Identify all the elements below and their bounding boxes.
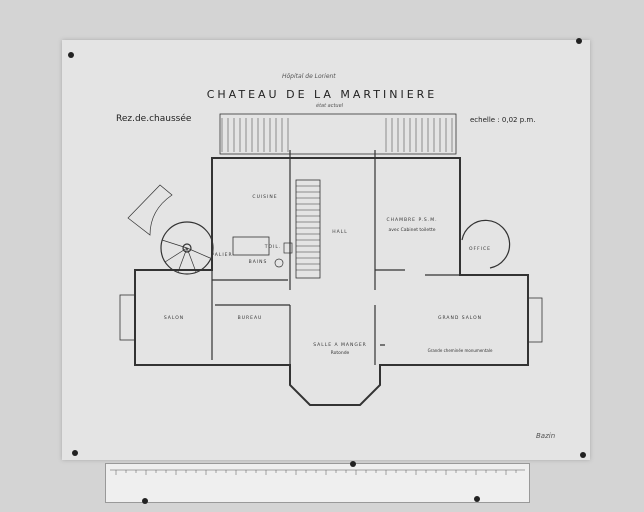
plan-subtitle: état actuel (316, 103, 344, 109)
pin (576, 38, 582, 44)
room-chambre: CHAMBRE P.S.M. (386, 218, 438, 223)
room-chambre-note: avec Cabinet toilette (388, 228, 436, 233)
room-bureau: BUREAU (237, 316, 263, 321)
pin (580, 452, 586, 458)
signature: Bazin (536, 432, 556, 440)
room-palier: PALIER (211, 253, 233, 258)
pin (68, 52, 74, 58)
ruler (105, 463, 530, 503)
room-office: OFFICE (468, 247, 492, 252)
room-cheminee-note: Grande cheminée monumentale (427, 348, 493, 353)
room-salon: SALON (163, 316, 185, 321)
top-annotation: Hôpital de Lorient (282, 73, 336, 80)
room-grand-salon: GRAND SALON (437, 316, 483, 321)
room-rotonde: Rotonde (330, 351, 350, 356)
pin (474, 496, 480, 502)
plan-title: CHATEAU DE LA MARTINIERE (206, 88, 438, 101)
floor-label: Rez.de.chaussée (116, 114, 192, 124)
plan-sheet (62, 40, 590, 460)
room-salle-a-manger: SALLE A MANGER (313, 343, 367, 348)
pin (72, 450, 78, 456)
room-cuisine: CUISINE (252, 195, 278, 200)
room-bains: BAINS (248, 260, 268, 265)
pin (142, 498, 148, 504)
pin (350, 461, 356, 467)
room-toil: TOIL. (264, 245, 282, 250)
scale-label: echelle : 0,02 p.m. (470, 116, 536, 124)
room-hall: HALL (332, 230, 348, 235)
